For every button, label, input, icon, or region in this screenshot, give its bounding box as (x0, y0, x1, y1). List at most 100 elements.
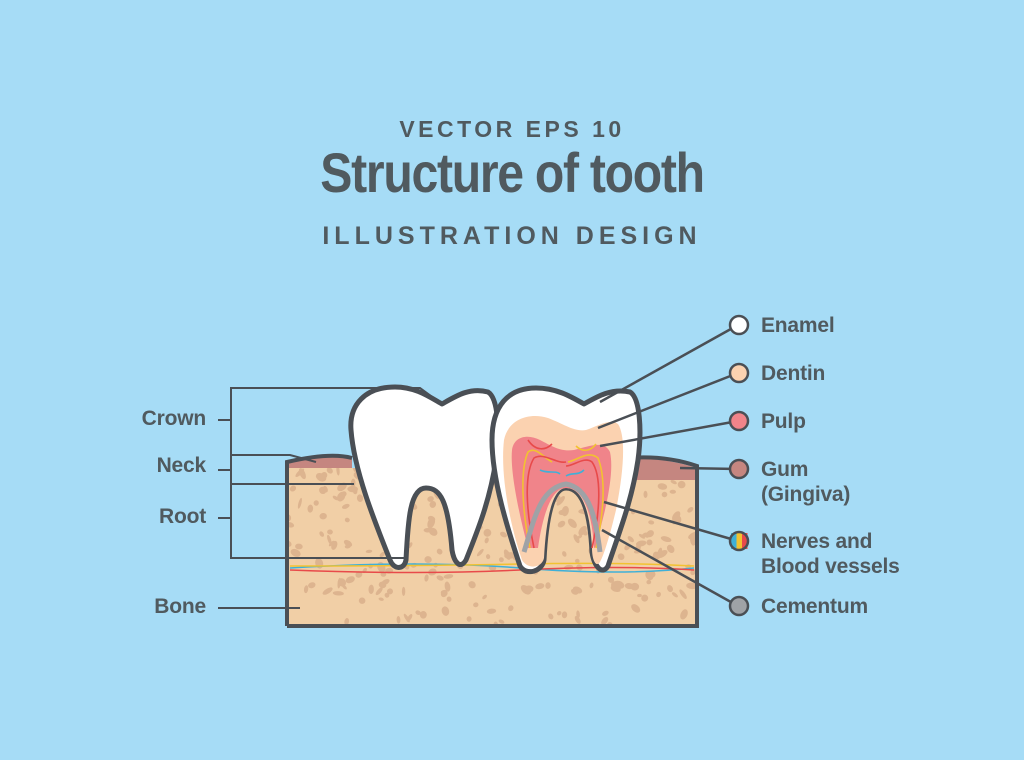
bone-spot (562, 551, 567, 557)
bone-spot (322, 587, 333, 595)
vessel-line (565, 459, 600, 549)
bone-spot (298, 468, 306, 480)
bone-spot (327, 529, 333, 535)
bone-spot (561, 505, 569, 517)
bone-spot (401, 586, 406, 597)
bone-spot (670, 479, 677, 485)
label-enamel: Enamel (761, 314, 835, 337)
bone-spot (341, 491, 347, 497)
bone-spot (352, 468, 357, 473)
bone-spot (483, 528, 492, 537)
bone-spot (523, 585, 534, 593)
bone-spot (556, 496, 565, 506)
label-pulp: Pulp (761, 410, 806, 433)
bone-texture (287, 468, 697, 626)
bone-spot (337, 578, 347, 587)
bone-spot (327, 534, 332, 545)
bone-spot (498, 619, 505, 624)
vessel-line (539, 469, 561, 475)
bone-spot (365, 549, 373, 554)
cementum-dot (728, 595, 750, 617)
nerves-and-blood-vessels (522, 439, 604, 549)
label-nerves: Nerves and Blood vessels (761, 529, 900, 579)
bone-spot (545, 582, 551, 589)
bone-spot (443, 574, 454, 579)
bone-spot (323, 485, 328, 493)
label-neck: Neck (156, 454, 207, 477)
pulp-dot (728, 410, 750, 432)
bone-spot (355, 571, 363, 578)
label-gum-line2: (Gingiva) (761, 483, 851, 506)
bone-spot (381, 579, 390, 586)
label-nerves-line1: Nerves and (761, 530, 873, 553)
bone-spot (656, 547, 663, 559)
bone-spot (573, 534, 580, 544)
bone-spot (567, 518, 577, 528)
bone-spot (446, 596, 452, 602)
bone-spot (485, 554, 491, 560)
bone-spot (607, 576, 615, 583)
bone-spot (641, 594, 649, 602)
bone-spot (396, 616, 401, 624)
bone-spot (638, 533, 645, 539)
bone-spot (657, 483, 668, 490)
bone-spot (332, 591, 344, 596)
bone-spot (570, 588, 579, 595)
bone-spot (356, 494, 364, 502)
bone-spot (677, 480, 686, 489)
bone-spot (646, 579, 652, 585)
bone-spot (660, 536, 672, 543)
bone-spot (332, 495, 339, 501)
bone-spot (635, 540, 647, 547)
bone-spot (295, 543, 303, 550)
legend-dots (728, 314, 750, 617)
bone-spot (508, 605, 514, 612)
label-root: Root (158, 505, 206, 528)
bone-spot (441, 606, 450, 616)
bone-spot (289, 485, 297, 492)
bone-spot (624, 583, 635, 590)
vessel-line (567, 454, 604, 549)
bone-spot (686, 582, 697, 590)
bone-spot (574, 615, 581, 624)
bone-spot (561, 611, 568, 619)
bone-spot (375, 587, 383, 596)
bone-spot (643, 490, 648, 498)
bone-spot (556, 611, 562, 616)
left-callouts (218, 387, 443, 609)
dentin-dot (728, 362, 750, 384)
bone-spot (345, 576, 355, 584)
bone-spot (576, 535, 583, 539)
cementum-layer (521, 481, 603, 553)
bone-spot (331, 540, 338, 550)
bone-spot (589, 582, 594, 589)
vessel-line (526, 455, 567, 549)
gum-dot (728, 458, 750, 480)
bone-spot (378, 597, 384, 601)
bone-spot (368, 584, 374, 594)
bone-spot (671, 592, 678, 598)
bone-spot (548, 613, 554, 620)
bone-spot (319, 512, 327, 520)
bone-spot (358, 597, 366, 604)
bone-spot (661, 491, 668, 498)
bone-spot (648, 520, 655, 525)
bone-spot (637, 593, 642, 598)
label-gum-line1: Gum (761, 458, 809, 481)
bone-spot (575, 558, 580, 564)
bone-spot (680, 609, 688, 620)
bone-spot (601, 617, 609, 625)
label-bone: Bone (154, 595, 206, 618)
bone-spot (326, 468, 333, 474)
bone-spot (379, 551, 386, 557)
bone-spot (484, 537, 489, 544)
bone-spot (476, 548, 484, 557)
bone-spot (347, 485, 358, 493)
bone-spot (303, 585, 309, 594)
label-cementum: Cementum (761, 595, 868, 618)
label-crown: Crown (141, 407, 207, 430)
label-dentin: Dentin (761, 362, 826, 385)
bone-spot (602, 610, 609, 616)
bone-spot (687, 506, 694, 513)
bone-spot (429, 500, 437, 508)
